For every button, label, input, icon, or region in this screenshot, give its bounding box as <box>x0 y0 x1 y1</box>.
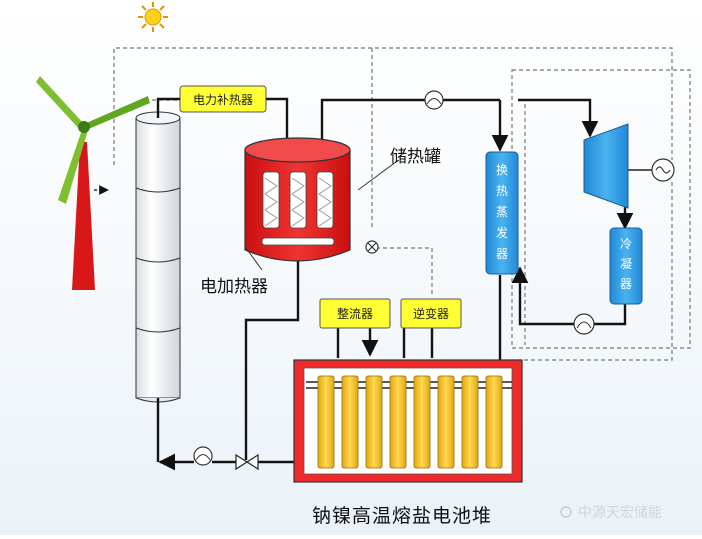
generator-icon <box>651 158 675 182</box>
evaporator-label-char-3: 蒸 <box>496 205 508 219</box>
pump-icon <box>193 446 213 466</box>
condenser-label-char-1: 冷 <box>620 237 632 251</box>
heat-storage-tank-label: 储热罐 <box>390 147 441 167</box>
electric-heat-supplement-label: 电力补热器 <box>193 93 253 107</box>
rectifier-label: 整流器 <box>337 306 373 321</box>
pump-icon <box>573 313 595 335</box>
inverter: 逆变器 <box>400 298 462 329</box>
heater-label-leader <box>245 247 263 271</box>
condenser-label-char-2: 凝 <box>620 256 632 271</box>
heat-exchanger-evaporator: 换 热 蒸 发 器 <box>485 151 519 275</box>
tank-label-leader <box>357 161 397 191</box>
watermark-text: 中源天宏储能 <box>578 505 662 521</box>
inverter-label: 逆变器 <box>413 306 449 321</box>
valve-icon <box>235 453 259 471</box>
evaporator-label-char-5: 器 <box>496 247 508 261</box>
heat-storage-tank <box>244 137 351 262</box>
watermark: 中源天宏储能 <box>560 505 662 521</box>
evaporator-label-char-1: 换 <box>496 163 508 177</box>
mixing-valve-icon <box>365 240 379 254</box>
electric-heat-supplement: 电力补热器 <box>179 85 267 113</box>
condenser: 冷 凝 器 <box>609 227 643 305</box>
sun-icon <box>138 2 168 32</box>
solar-tower-icon <box>135 111 181 403</box>
battery-stack <box>293 359 523 483</box>
rectifier: 整流器 <box>319 298 391 329</box>
evaporator-label-char-4: 发 <box>496 225 508 240</box>
pump-icon <box>424 90 444 110</box>
condenser-label-char-3: 器 <box>620 277 632 291</box>
pipework <box>156 97 634 471</box>
evaporator-label-char-2: 热 <box>496 184 508 198</box>
turbine-icon <box>583 123 629 209</box>
wind-turbine-icon <box>36 76 150 290</box>
battery-stack-label: 钠镍高温熔盐电池堆 <box>312 505 492 527</box>
electric-heater-label: 电加热器 <box>200 277 268 297</box>
